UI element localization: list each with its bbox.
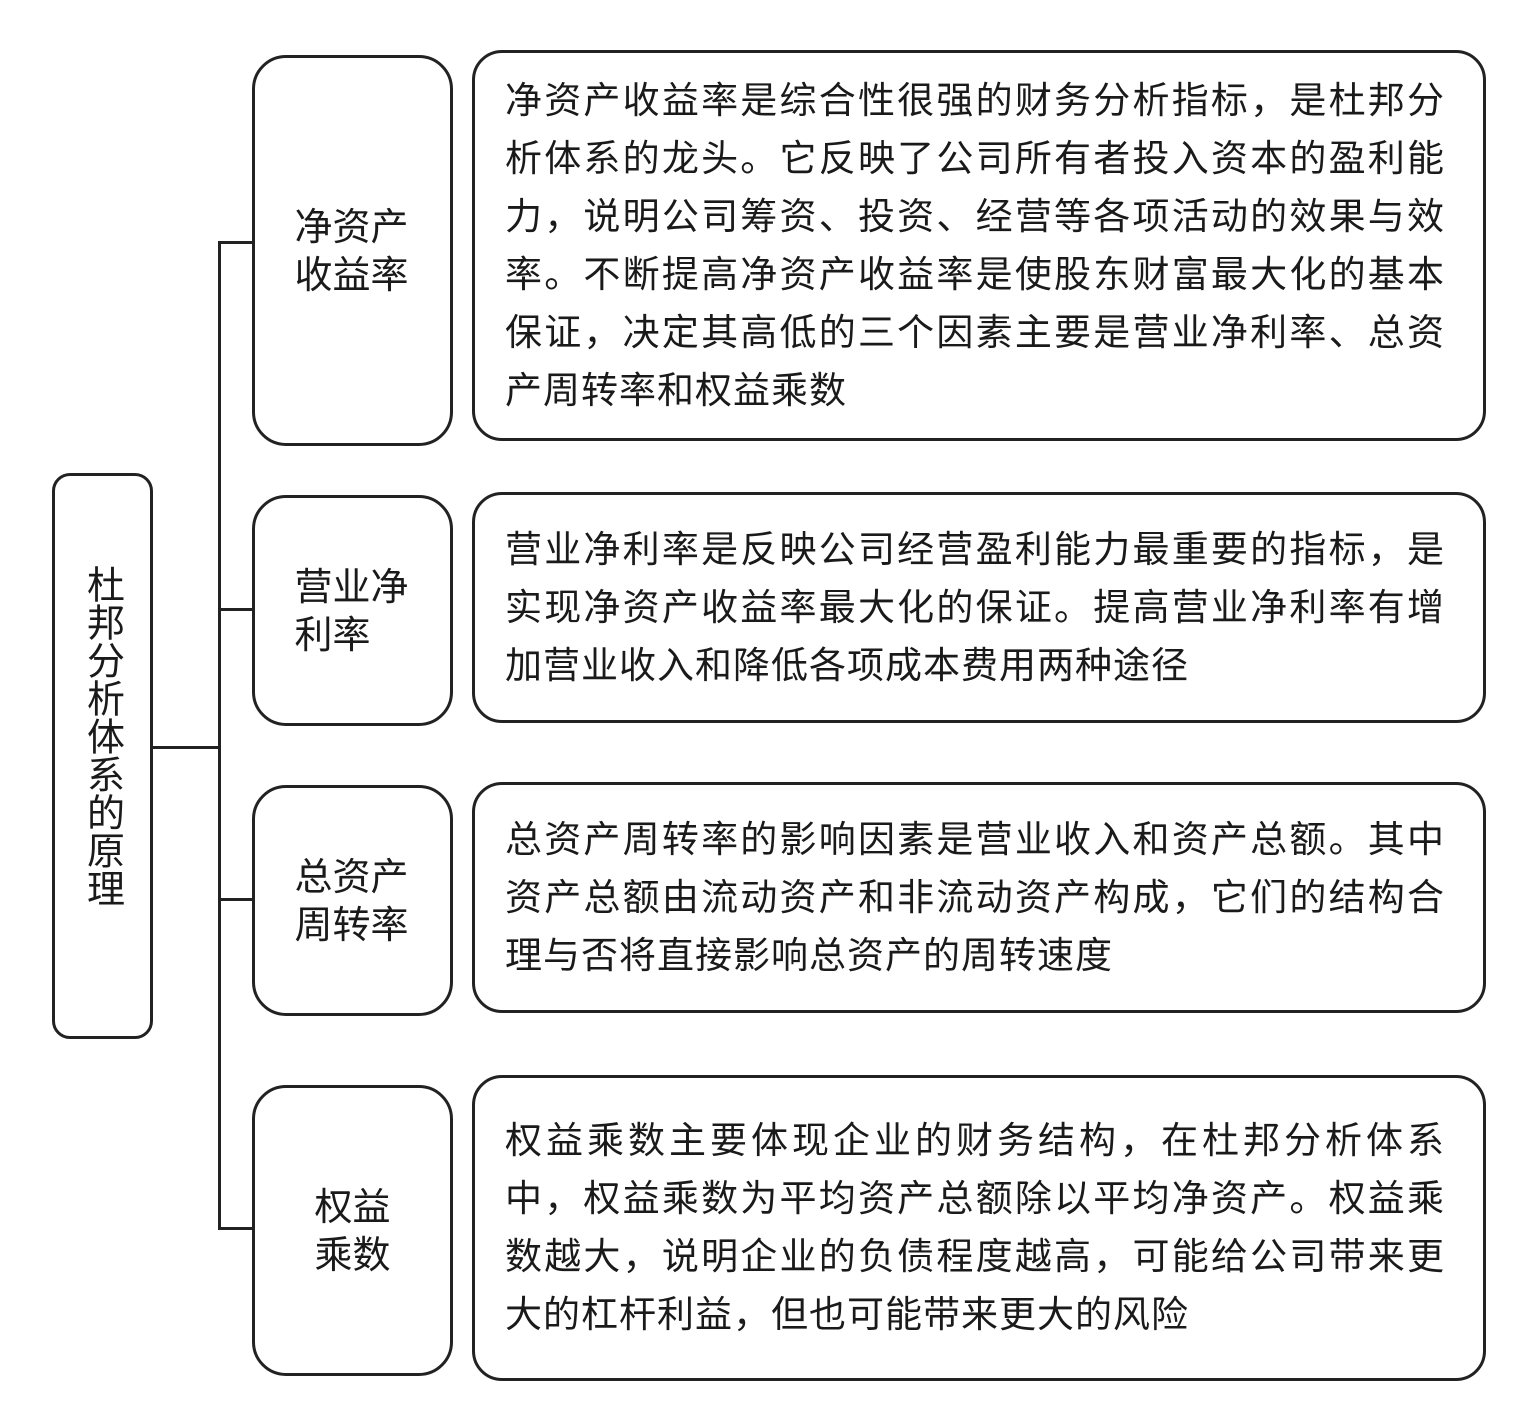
branch-node-equity-multiplier: 权益 乘数 bbox=[252, 1085, 453, 1376]
branch-label: 权益 乘数 bbox=[314, 1184, 391, 1277]
root-connector bbox=[152, 746, 220, 749]
branch-node-roe: 净资产 收益率 bbox=[252, 55, 453, 446]
trunk-line bbox=[218, 241, 221, 1229]
description-text: 净资产收益率是综合性很强的财务分析指标，是杜邦分析体系的龙头。它反映了公司所有者… bbox=[505, 78, 1445, 412]
branch-connector-4 bbox=[218, 1227, 253, 1230]
branch-connector-2 bbox=[218, 608, 253, 611]
branch-description-equity-multiplier: 权益乘数主要体现企业的财务结构，在杜邦分析体系中，权益乘数为平均资产总额除以平均… bbox=[472, 1075, 1486, 1381]
branch-label: 总资产 周转率 bbox=[294, 854, 409, 947]
root-label: 杜邦分析体系的原理 bbox=[80, 565, 125, 907]
branch-description-net-profit-margin: 营业净利率是反映公司经营盈利能力最重要的指标，是实现净资产收益率最大化的保证。提… bbox=[472, 492, 1486, 723]
branch-connector-3 bbox=[218, 898, 253, 901]
description-text: 总资产周转率的影响因素是营业收入和资产总额。其中资产总额由流动资产和非流动资产构… bbox=[505, 817, 1445, 977]
branch-label: 净资产 收益率 bbox=[294, 204, 409, 297]
branch-connector-1 bbox=[218, 241, 253, 244]
root-node: 杜邦分析体系的原理 bbox=[52, 473, 153, 1039]
description-text: 营业净利率是反映公司经营盈利能力最重要的指标，是实现净资产收益率最大化的保证。提… bbox=[505, 527, 1445, 687]
description-text: 权益乘数主要体现企业的财务结构，在杜邦分析体系中，权益乘数为平均资产总额除以平均… bbox=[505, 1119, 1445, 1336]
branch-label: 营业净 利率 bbox=[294, 564, 409, 657]
branch-node-net-profit-margin: 营业净 利率 bbox=[252, 495, 453, 726]
branch-node-asset-turnover: 总资产 周转率 bbox=[252, 785, 453, 1016]
branch-description-roe: 净资产收益率是综合性很强的财务分析指标，是杜邦分析体系的龙头。它反映了公司所有者… bbox=[472, 50, 1486, 441]
branch-description-asset-turnover: 总资产周转率的影响因素是营业收入和资产总额。其中资产总额由流动资产和非流动资产构… bbox=[472, 782, 1486, 1013]
